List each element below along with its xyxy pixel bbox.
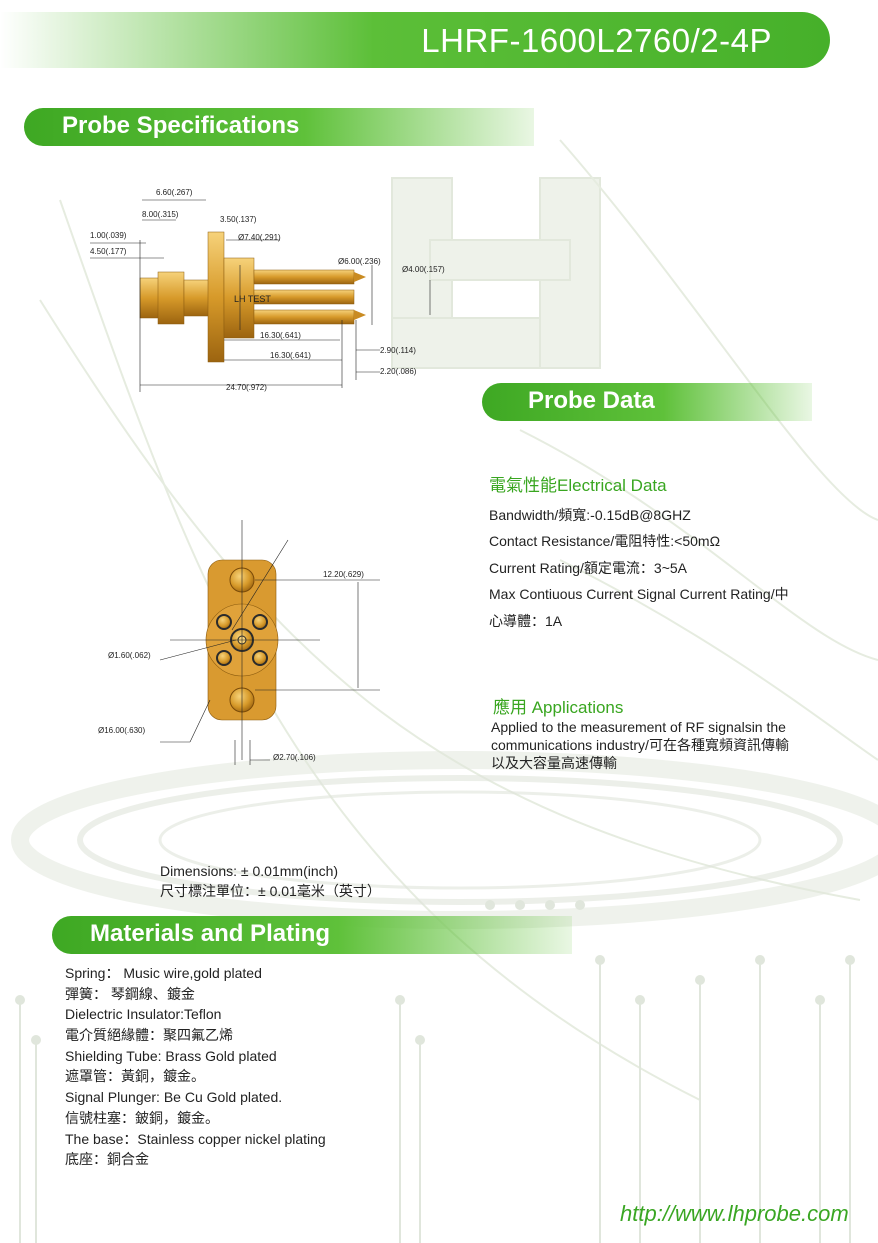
electrical-line: Max Contiuous Current Signal Current Rat…	[489, 586, 789, 602]
dimension-lines	[90, 199, 431, 392]
applications-heading: 應用 Applications	[493, 698, 624, 717]
dimensions-note-chinese: 尺寸標注單位：± 0.01毫米（英寸）	[160, 883, 381, 899]
material-line: Dielectric Insulator:Teflon	[65, 1006, 222, 1022]
dim-label: Ø4.00(.157)	[402, 265, 445, 274]
dim-label: Ø6.00(.236)	[338, 257, 381, 266]
section-title: Probe Data	[528, 387, 655, 414]
probe-body	[139, 231, 366, 363]
electrical-heading: 電氣性能Electrical Data	[489, 476, 667, 495]
material-line: 信號柱塞：鈹銅，鍍金。	[65, 1110, 219, 1126]
dim-label: Ø1.60(.062)	[108, 651, 151, 660]
material-line: 彈簧： 琴鋼線、鍍金	[65, 986, 195, 1002]
probe-side-drawing: LH TEST 6.60(.267) 8.00(.315) 3.50(.137)…	[90, 188, 445, 392]
material-line: 遮罩管：黃銅，鍍金。	[65, 1068, 205, 1084]
electrical-line: Bandwidth/頻寬:-0.15dB@8GHZ	[489, 507, 691, 523]
dimensions-note: Dimensions: ± 0.01mm(inch)	[160, 863, 339, 879]
dim-label: Ø16.00(.630)	[98, 726, 145, 735]
dim-label: 1.00(.039)	[90, 231, 127, 240]
material-line: The base：Stainless copper nickel plating	[65, 1131, 326, 1147]
title-banner: LHRF-1600L2760/2-4P	[0, 12, 830, 68]
dim-label: Ø7.40(.291)	[238, 233, 281, 242]
dim-label: 2.90(.114)	[380, 346, 416, 355]
dim-label: 4.50(.177)	[90, 247, 127, 256]
dim-label: 2.20(.086)	[380, 367, 417, 376]
section-banner-probe-data: Probe Data	[482, 383, 812, 421]
applications-line: Applied to the measurement of RF signals…	[491, 719, 786, 735]
material-line: 底座：銅合金	[65, 1151, 149, 1167]
section-title: Probe Specifications	[62, 112, 300, 139]
probe-top-drawing: 12.20(.629) Ø1.60(.062) Ø16.00(.630) Ø2.…	[98, 520, 380, 765]
applications-line: communications industry/可在各種寬頻資訊傳輸	[491, 737, 789, 753]
material-line: 電介質絕緣體：聚四氟乙烯	[65, 1027, 233, 1043]
dim-label: Ø2.70(.106)	[273, 753, 316, 762]
website-link[interactable]: http://www.lhprobe.com	[620, 1201, 849, 1226]
applications-line: 以及大容量高速傳輸	[491, 755, 617, 771]
electrical-line: Current Rating/額定電流：3~5A	[489, 560, 688, 576]
body-label: LH TEST	[234, 294, 271, 304]
dim-label: 16.30(.641)	[260, 331, 301, 340]
material-line: Signal Plunger: Be Cu Gold plated.	[65, 1089, 283, 1105]
material-line: Shielding Tube: Brass Gold plated	[65, 1048, 277, 1064]
dim-label: 3.50(.137)	[220, 215, 257, 224]
section-title: Materials and Plating	[90, 920, 331, 947]
section-banner-materials: Materials and Plating	[52, 916, 572, 954]
material-line: Spring： Music wire,gold plated	[65, 965, 262, 981]
dim-label: 12.20(.629)	[323, 570, 364, 579]
dimension-lines	[159, 520, 380, 765]
dim-label: 8.00(.315)	[142, 210, 179, 219]
electrical-line: 心導體：1A	[489, 613, 563, 629]
electrical-line: Contact Resistance/電阻特性:<50mΩ	[489, 533, 721, 549]
section-banner-specifications: Probe Specifications	[24, 108, 534, 146]
product-title: LHRF-1600L2760/2-4P	[421, 22, 772, 59]
dim-label: 24.70(.972)	[226, 383, 267, 392]
dim-label: 16.30(.641)	[270, 351, 311, 360]
dim-label: 6.60(.267)	[156, 188, 193, 197]
